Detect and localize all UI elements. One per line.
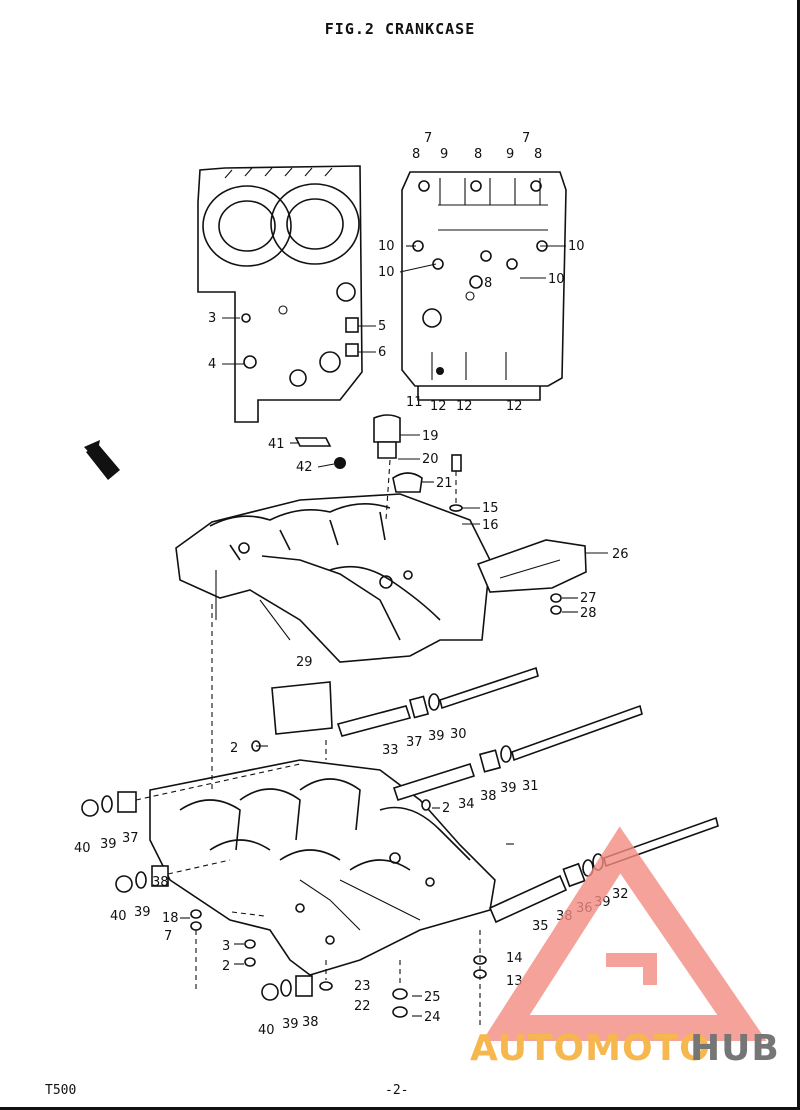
callout-4: 4 [208,357,216,372]
assembly-lines [135,459,481,1028]
callout-7-top-left: 7 [424,131,432,146]
oil-filler-assembly [294,414,463,526]
callout-18: 18 [162,911,179,926]
callout-3-bottom: 3 [222,939,230,954]
callout-22: 22 [354,999,371,1014]
front-arrow-icon [84,440,120,480]
callout-38-shaft-31: 38 [480,789,497,804]
callout-10-left-upper: 10 [378,239,395,254]
callout-19: 19 [422,429,439,444]
callout-33: 33 [382,743,399,758]
figure-title: FIG.2 CRANKCASE [324,20,476,38]
callout-30: 30 [450,727,467,742]
callout-9-top-left: 9 [440,147,448,162]
callout-5: 5 [378,319,386,334]
callout-2-bottom: 2 [222,959,230,974]
callout-8-middle: 8 [484,276,492,291]
callout-25: 25 [424,990,441,1005]
callout-3-top: 3 [208,311,216,326]
callout-38-left-middle: 38 [152,875,169,890]
watermark-text-automoto: AUTOMOTO [470,1028,711,1069]
watermark-text-hub: HUB [690,1028,780,1069]
callout-10-left-lower: 10 [378,265,395,280]
callout-42: 42 [296,460,313,475]
footer-page-number: -2- [385,1083,409,1098]
callout-14: 14 [506,951,523,966]
callout-9-top-right: 9 [506,147,514,162]
callout-10-right-lower: 10 [548,272,565,287]
callout-numbers: 7 8 9 8 9 7 8 10 10 8 10 10 11 12 12 12 … [74,131,629,1038]
callout-37-left: 37 [122,831,139,846]
callout-7-top-right: 7 [522,131,530,146]
callout-41: 41 [268,437,285,452]
callout-26: 26 [612,547,629,562]
footer-model: T500 [45,1083,77,1098]
callout-39-left-upper: 39 [100,837,117,852]
callout-21: 21 [436,476,453,491]
upper-crankcase-half [175,493,587,663]
callout-31: 31 [522,779,539,794]
callout-2-middle: 2 [442,801,450,816]
callout-8-top-left: 8 [412,147,420,162]
callout-23: 23 [354,979,371,994]
callout-6: 6 [378,345,386,360]
callout-40-left-middle: 40 [110,909,127,924]
callout-12-center: 12 [456,399,473,414]
callout-27: 27 [580,591,597,606]
callout-39-shaft-31: 39 [500,781,517,796]
callout-28: 28 [580,606,597,621]
callout-8-top-center: 8 [474,147,482,162]
callout-38-bottom: 38 [302,1015,319,1030]
callout-40-bottom: 40 [258,1023,275,1038]
callout-2-upper: 2 [230,741,238,756]
callout-32: 32 [612,887,629,902]
callout-40-left-upper: 40 [74,841,91,856]
callout-35: 35 [532,919,549,934]
callout-16: 16 [482,518,499,533]
callout-37-shaft: 37 [406,735,423,750]
page-border-bottom [0,1107,800,1110]
watermark-logo: AUTOMOTO HUB [470,826,780,1069]
callout-39-left-middle: 39 [134,905,151,920]
callout-24: 24 [424,1010,441,1025]
lower-crankcase-half [149,681,496,976]
callout-34: 34 [458,797,475,812]
callout-29: 29 [296,655,313,670]
upper-crankcase-top-view [197,165,363,423]
callout-12-right: 12 [506,399,523,414]
callout-7-left: 7 [164,929,172,944]
callout-10-right-upper: 10 [568,239,585,254]
lower-crankcase-bottom-view [401,171,567,401]
callout-11: 11 [406,395,423,410]
callout-20: 20 [422,452,439,467]
page-border-right [797,0,800,1110]
callout-12-left: 12 [430,399,447,414]
callout-39-shaft-30: 39 [428,729,445,744]
leader-lines [180,245,608,1017]
callout-39-bottom: 39 [282,1017,299,1032]
callout-8-top-right: 8 [534,147,542,162]
callout-15: 15 [482,501,499,516]
